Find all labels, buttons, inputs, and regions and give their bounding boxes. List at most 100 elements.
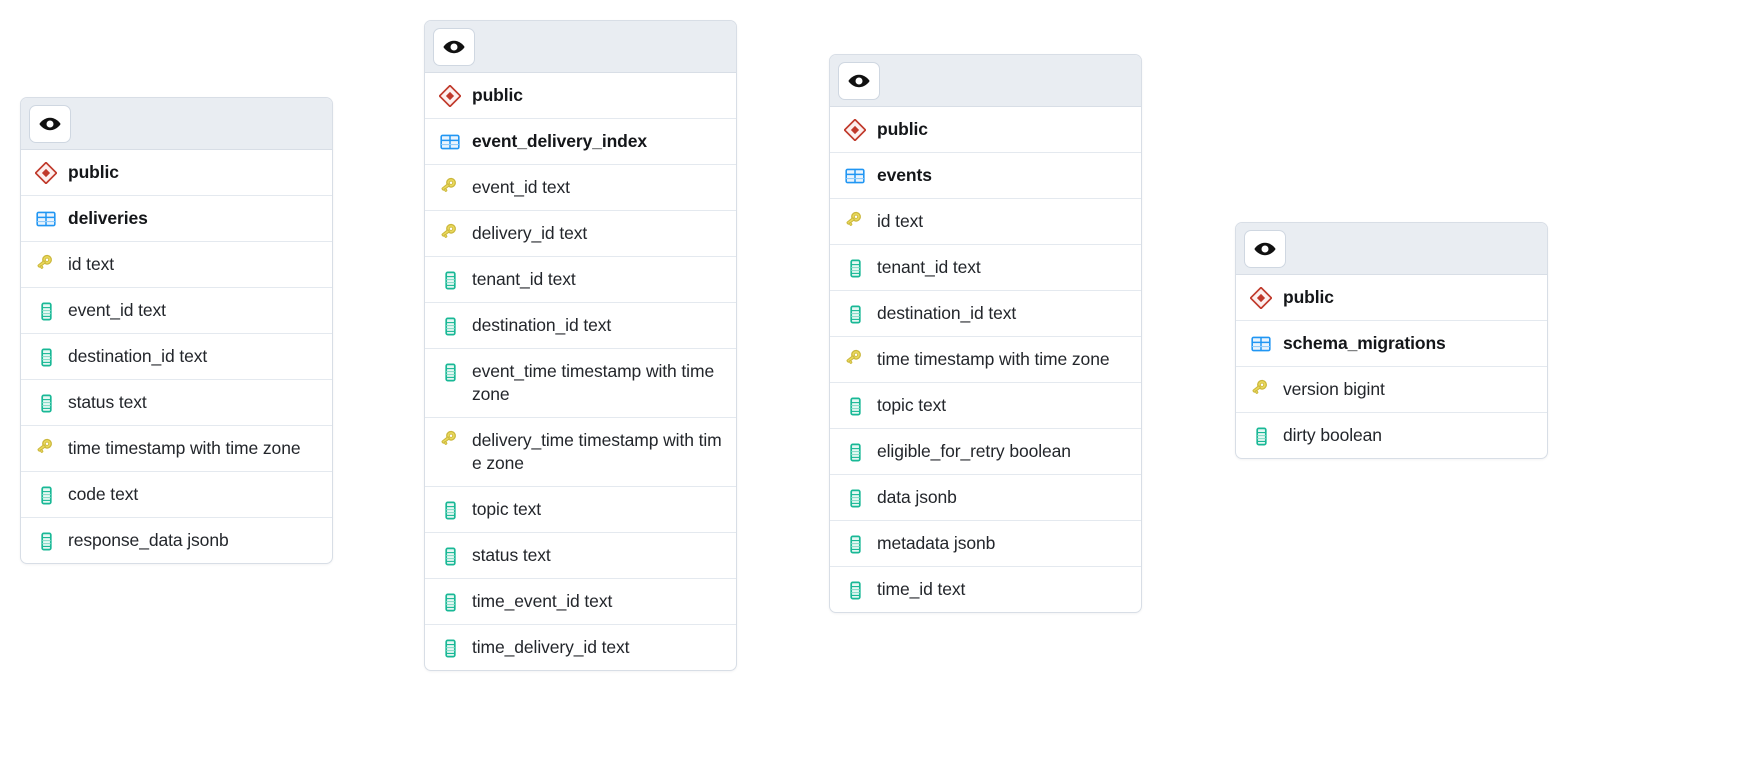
column-label: time_delivery_id text xyxy=(472,637,630,657)
schema-diamond-icon xyxy=(844,119,866,141)
column-row[interactable]: dirty boolean xyxy=(1236,413,1547,458)
column-row[interactable]: metadata jsonb xyxy=(830,521,1141,567)
column-row[interactable]: destination_id text xyxy=(830,291,1141,337)
table-name: event_delivery_index xyxy=(472,131,648,151)
visibility-toggle-button[interactable] xyxy=(29,104,71,143)
column-row[interactable]: status text xyxy=(21,380,332,426)
table-rows: public event_delivery_index event_id text d… xyxy=(425,73,736,670)
column-icon xyxy=(439,545,461,567)
schema-row[interactable]: public xyxy=(1236,275,1547,321)
table-card-event_delivery_index[interactable]: public event_delivery_index event_id text d… xyxy=(424,20,737,671)
key-icon xyxy=(35,254,57,276)
visibility-toggle-button[interactable] xyxy=(433,27,475,66)
table-card-deliveries[interactable]: public deliveries id text event_id text dest… xyxy=(20,97,333,564)
column-row[interactable]: tenant_id text xyxy=(425,257,736,303)
column-row[interactable]: time_delivery_id text xyxy=(425,625,736,670)
table-grid-icon xyxy=(844,165,866,187)
column-icon xyxy=(35,484,57,506)
table-name-row[interactable]: deliveries xyxy=(21,196,332,242)
column-label: event_id text xyxy=(68,300,166,320)
key-icon xyxy=(1250,379,1272,401)
column-label: code text xyxy=(68,484,139,504)
column-row[interactable]: tenant_id text xyxy=(830,245,1141,291)
table-name-row[interactable]: events xyxy=(830,153,1141,199)
column-icon xyxy=(439,361,461,383)
column-label: metadata jsonb xyxy=(877,533,996,553)
schema-name: public xyxy=(68,162,119,182)
column-icon xyxy=(439,637,461,659)
column-label: response_data jsonb xyxy=(68,530,229,550)
column-icon xyxy=(844,579,866,601)
column-icon xyxy=(844,487,866,509)
table-name: events xyxy=(877,165,932,185)
primary-key-column-row[interactable]: delivery_time timestamp with time zone xyxy=(425,418,736,487)
column-icon xyxy=(35,300,57,322)
key-icon xyxy=(844,211,866,233)
column-label: destination_id text xyxy=(68,346,208,366)
primary-key-column-row[interactable]: id text xyxy=(830,199,1141,245)
column-label: id text xyxy=(68,254,114,274)
schema-name: public xyxy=(877,119,928,139)
primary-key-column-row[interactable]: id text xyxy=(21,242,332,288)
column-label: id text xyxy=(877,211,923,231)
column-row[interactable]: topic text xyxy=(830,383,1141,429)
table-grid-icon xyxy=(1250,333,1272,355)
column-label: event_id text xyxy=(472,177,570,197)
primary-key-column-row[interactable]: event_id text xyxy=(425,165,736,211)
column-row[interactable]: status text xyxy=(425,533,736,579)
column-row[interactable]: data jsonb xyxy=(830,475,1141,521)
table-card-header xyxy=(1236,223,1547,275)
visibility-toggle-button[interactable] xyxy=(1244,229,1286,268)
column-label: topic text xyxy=(877,395,947,415)
schema-name: public xyxy=(472,85,523,105)
eye-icon xyxy=(38,112,62,136)
key-icon xyxy=(439,430,461,452)
schema-row[interactable]: public xyxy=(830,107,1141,153)
schema-row[interactable]: public xyxy=(425,73,736,119)
key-icon xyxy=(35,438,57,460)
column-row[interactable]: destination_id text xyxy=(21,334,332,380)
primary-key-column-row[interactable]: version bigint xyxy=(1236,367,1547,413)
table-name-row[interactable]: event_delivery_index xyxy=(425,119,736,165)
table-rows: public deliveries id text event_id text dest… xyxy=(21,150,332,563)
primary-key-column-row[interactable]: time timestamp with time zone xyxy=(21,426,332,472)
column-row[interactable]: time_id text xyxy=(830,567,1141,612)
table-grid-icon xyxy=(439,131,461,153)
schema-row[interactable]: public xyxy=(21,150,332,196)
schema-diamond-icon xyxy=(439,85,461,107)
column-icon xyxy=(439,269,461,291)
column-label: version bigint xyxy=(1283,379,1385,399)
primary-key-column-row[interactable]: delivery_id text xyxy=(425,211,736,257)
column-icon xyxy=(844,533,866,555)
column-row[interactable]: response_data jsonb xyxy=(21,518,332,563)
table-name-row[interactable]: schema_migrations xyxy=(1236,321,1547,367)
column-label: destination_id text xyxy=(472,315,612,335)
column-row[interactable]: topic text xyxy=(425,487,736,533)
column-icon xyxy=(844,257,866,279)
table-card-header xyxy=(830,55,1141,107)
column-label: destination_id text xyxy=(877,303,1017,323)
column-row[interactable]: code text xyxy=(21,472,332,518)
table-card-events[interactable]: public events id text tenant_id text destina… xyxy=(829,54,1142,613)
table-name: schema_migrations xyxy=(1283,333,1446,353)
column-label: topic text xyxy=(472,499,542,519)
column-row[interactable]: eligible_for_retry boolean xyxy=(830,429,1141,475)
column-row[interactable]: event_time timestamp with time zone xyxy=(425,349,736,418)
visibility-toggle-button[interactable] xyxy=(838,61,880,100)
column-label: dirty boolean xyxy=(1283,425,1382,445)
key-icon xyxy=(844,349,866,371)
column-row[interactable]: time_event_id text xyxy=(425,579,736,625)
column-row[interactable]: destination_id text xyxy=(425,303,736,349)
column-label: delivery_time timestamp with time zone xyxy=(472,430,722,473)
table-name: deliveries xyxy=(68,208,148,228)
column-label: status text xyxy=(68,392,147,412)
column-label: time_id text xyxy=(877,579,966,599)
column-icon xyxy=(35,392,57,414)
primary-key-column-row[interactable]: time timestamp with time zone xyxy=(830,337,1141,383)
column-label: delivery_id text xyxy=(472,223,588,243)
column-icon xyxy=(844,303,866,325)
column-row[interactable]: event_id text xyxy=(21,288,332,334)
eye-icon xyxy=(847,69,871,93)
